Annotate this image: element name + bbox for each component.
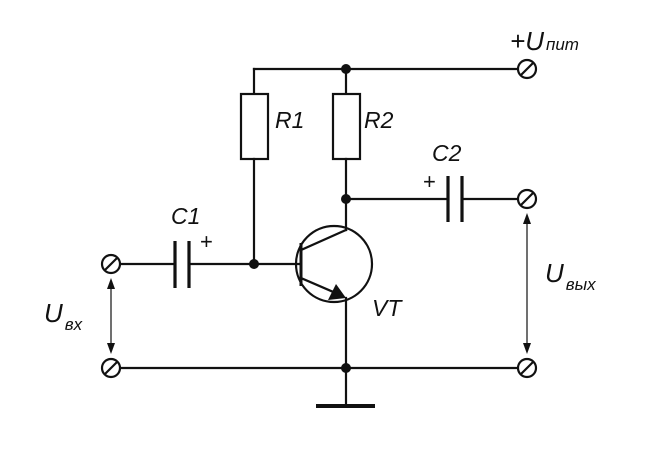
- terminal-output-bottom: [516, 357, 538, 379]
- junction-dot-collector: [341, 194, 351, 204]
- label-c1: C1: [171, 203, 200, 229]
- resistor-r1: [239, 92, 270, 161]
- transistor-collector-lead: [299, 228, 348, 252]
- resistor-r2: [331, 92, 362, 161]
- input-voltage-arrow: [107, 278, 115, 354]
- junction-dot-base: [249, 259, 259, 269]
- label-vt: VT: [372, 295, 403, 321]
- label-c1-polarity: +: [200, 229, 213, 254]
- label-r2: R2: [364, 107, 394, 133]
- terminal-input-top: [100, 253, 122, 275]
- label-c2-polarity: +: [423, 169, 436, 194]
- terminal-output-top: [516, 188, 538, 210]
- label-c2: C2: [432, 140, 462, 166]
- transistor-vt-body: [294, 224, 374, 304]
- junction-dot-supply: [341, 64, 351, 74]
- terminal-supply: [516, 58, 538, 80]
- junction-dot-ground: [341, 363, 351, 373]
- output-voltage-arrow: [523, 213, 531, 354]
- label-r1: R1: [275, 107, 304, 133]
- transistor-emitter-arrow: [328, 284, 346, 300]
- transistor-emitter-lead: [299, 276, 340, 296]
- terminal-input-bottom: [100, 357, 122, 379]
